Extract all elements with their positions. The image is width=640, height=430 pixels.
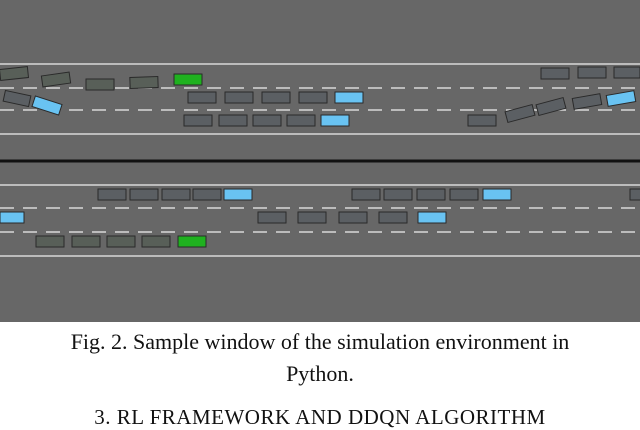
traffic-car	[257, 211, 287, 224]
target-car	[31, 95, 63, 116]
traffic-car	[129, 188, 159, 201]
highway-road	[0, 63, 640, 257]
ego-car	[177, 235, 207, 248]
traffic-car	[252, 114, 282, 127]
traffic-car	[286, 114, 316, 127]
traffic-car	[218, 114, 248, 127]
traffic-car	[613, 66, 640, 79]
traffic-car	[449, 188, 479, 201]
traffic-car	[129, 75, 159, 90]
traffic-car	[535, 96, 567, 117]
traffic-car	[351, 188, 381, 201]
target-car	[482, 188, 512, 201]
traffic-car	[141, 235, 171, 248]
target-car	[334, 91, 364, 104]
traffic-car	[577, 66, 607, 79]
figure-caption-line-1: Fig. 2. Sample window of the simulation …	[70, 329, 570, 354]
target-car	[417, 211, 447, 224]
simulation-window	[0, 0, 640, 322]
traffic-car	[40, 71, 72, 88]
figure-caption-line-2: Python.	[286, 361, 354, 386]
target-car	[223, 188, 253, 201]
target-car	[0, 211, 25, 224]
traffic-car	[504, 103, 536, 124]
traffic-car	[97, 188, 127, 201]
traffic-car	[383, 188, 413, 201]
section-heading: 3. RL FRAMEWORK AND DDQN ALGORITHM	[94, 405, 546, 429]
traffic-car	[261, 91, 291, 104]
traffic-car	[297, 211, 327, 224]
traffic-car	[2, 89, 32, 108]
traffic-car	[85, 78, 115, 91]
traffic-car	[416, 188, 446, 201]
traffic-car	[161, 188, 191, 201]
traffic-car	[106, 235, 136, 248]
traffic-car	[540, 67, 570, 80]
traffic-car	[0, 66, 30, 81]
traffic-car	[224, 91, 254, 104]
traffic-car	[629, 188, 640, 201]
traffic-car	[183, 114, 213, 127]
traffic-car	[187, 91, 217, 104]
traffic-car	[35, 235, 65, 248]
target-car	[605, 90, 637, 107]
traffic-car	[467, 114, 497, 127]
target-car	[320, 114, 350, 127]
traffic-car	[378, 211, 408, 224]
traffic-car	[298, 91, 328, 104]
traffic-car	[571, 93, 603, 110]
traffic-car	[71, 235, 101, 248]
traffic-car	[338, 211, 368, 224]
traffic-car	[192, 188, 222, 201]
ego-car	[173, 73, 203, 86]
